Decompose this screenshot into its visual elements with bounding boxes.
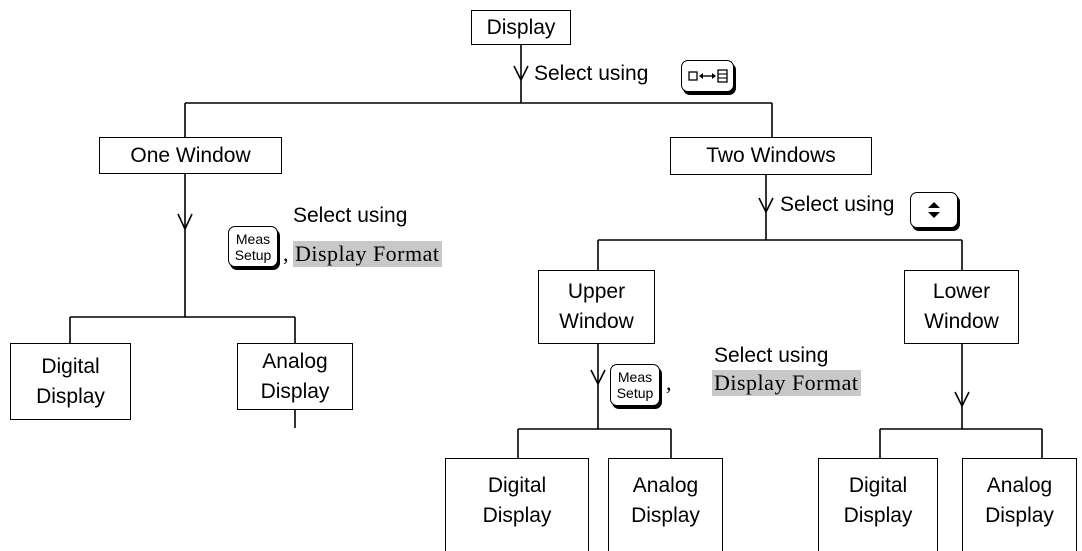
two-windows-node: Two Windows xyxy=(670,137,872,175)
display-format-softkey-2: Display Format xyxy=(712,370,861,396)
one-window-node: One Window xyxy=(99,137,282,174)
upper-digital-display-line2: Display xyxy=(482,504,552,527)
two-windows-label: Two Windows xyxy=(706,144,836,167)
lower-analog-display-line2: Display xyxy=(985,504,1054,527)
lower-digital-display-node: Digital Display xyxy=(818,458,938,551)
upper-analog-display-line1: Analog xyxy=(632,474,699,497)
upper-window-node: Upper Window xyxy=(538,270,655,344)
upper-digital-display-node: Digital Display xyxy=(445,458,589,551)
meas-setup-key-2: Meas Setup xyxy=(610,364,660,406)
lower-window-line2: Window xyxy=(924,310,999,333)
select-using-label-3: Select using xyxy=(780,193,895,216)
analog-display-node: Analog Display xyxy=(237,343,353,410)
select-using-label-1: Select using xyxy=(534,62,649,85)
upper-analog-display-line2: Display xyxy=(631,504,700,527)
lower-window-node: Lower Window xyxy=(904,270,1019,344)
lower-digital-display-line1: Digital xyxy=(848,474,908,497)
window-switch-key xyxy=(681,60,734,92)
analog-display-line1: Analog xyxy=(262,349,328,373)
lower-digital-display-line2: Display xyxy=(843,504,913,527)
lower-window-line1: Lower xyxy=(932,280,991,303)
window-switch-icon xyxy=(687,69,728,83)
lower-analog-display-line1: Analog xyxy=(986,474,1053,497)
display-node: Display xyxy=(471,10,571,45)
select-using-label-4: Select using xyxy=(714,344,829,367)
meas-setup-key-2-line2: Setup xyxy=(616,385,654,401)
comma-2: , xyxy=(666,370,672,395)
up-down-arrow-icon xyxy=(928,202,940,218)
digital-display-node: Digital Display xyxy=(10,343,131,420)
comma-1: , xyxy=(283,241,289,266)
display-node-label: Display xyxy=(486,15,556,39)
display-format-softkey-1: Display Format xyxy=(293,241,442,267)
digital-display-line2: Display xyxy=(36,384,105,408)
up-down-arrow-key xyxy=(910,192,958,228)
digital-display-line1: Digital xyxy=(41,354,100,378)
upper-window-line2: Window xyxy=(559,310,634,333)
upper-digital-display-line1: Digital xyxy=(487,474,547,497)
meas-setup-key-1: Meas Setup xyxy=(228,226,278,267)
one-window-label: One Window xyxy=(130,143,251,167)
meas-setup-key-1-line2: Setup xyxy=(234,246,272,263)
upper-window-line1: Upper xyxy=(567,280,626,303)
lower-analog-display-node: Analog Display xyxy=(962,458,1077,551)
upper-analog-display-node: Analog Display xyxy=(608,458,723,551)
meas-setup-key-1-line1: Meas xyxy=(235,230,271,247)
select-using-label-2: Select using xyxy=(293,204,408,227)
meas-setup-key-2-line1: Meas xyxy=(617,369,653,385)
analog-display-line2: Display xyxy=(260,379,330,403)
